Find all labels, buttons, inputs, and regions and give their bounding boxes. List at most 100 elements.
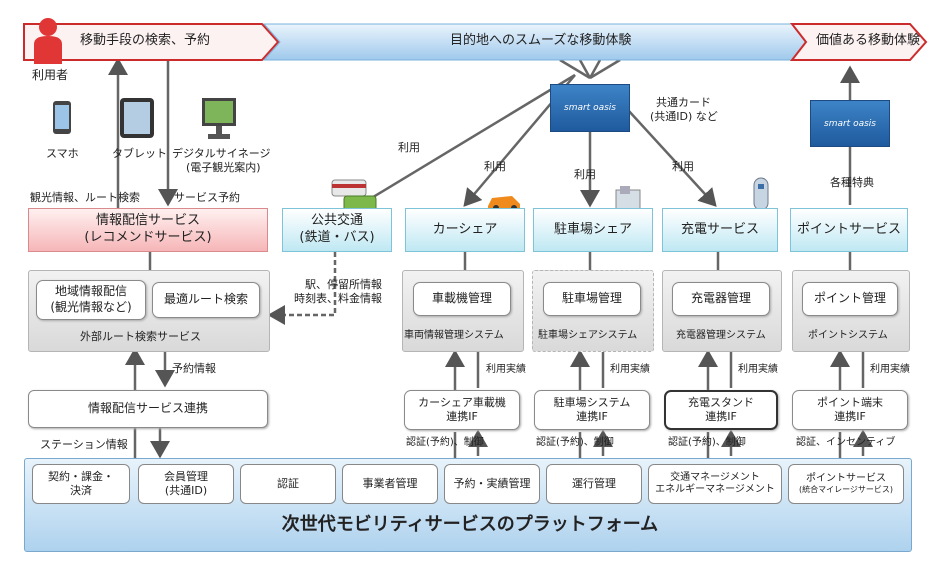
tablet-label: タブレット <box>112 147 167 160</box>
parking-system-caption: 駐車場シェアシステム <box>538 330 638 341</box>
charger-system-caption: 充電器管理システム <box>676 330 766 341</box>
member-mgmt-module: 会員管理 (共通ID) <box>138 464 234 504</box>
common-card-label-2: (共通ID) など <box>650 110 718 123</box>
service-booking-label: サービス予約 <box>174 191 240 204</box>
carshare-label: カーシェア <box>432 221 498 237</box>
points-card-icon: smart oasis <box>810 100 890 147</box>
public-transit-service: 公共交通 (鉄道・バス) <box>282 208 392 252</box>
parking-label: 駐車場シェア <box>553 221 632 237</box>
parking-if: 駐車場システム 連携IF <box>534 390 650 430</box>
point-service: ポイントサービス <box>790 208 908 252</box>
banner-left-label: 移動手段の検索、予約 <box>80 33 211 48</box>
signage-label: デジタルサイネージ <box>172 147 271 160</box>
user-label: 利用者 <box>32 68 69 82</box>
energy-line-2: エネルギーマネージメント <box>655 484 775 495</box>
usage-label-parking: 利用実績 <box>610 364 650 375</box>
operations-mgmt-module: 運行管理 <box>546 464 642 504</box>
usage-label-charging: 利用実績 <box>738 364 778 375</box>
banner-middle-label: 目的地へのスムーズな移動体験 <box>450 33 632 48</box>
card-brand-text: smart oasis <box>564 103 616 113</box>
charger-mgmt-label: 充電器管理 <box>690 291 751 306</box>
parking-share-service: 駐車場シェア <box>533 208 653 252</box>
contract-line-1: 契約・課金・ <box>48 470 114 484</box>
point-mgmt-label: ポイント管理 <box>813 291 886 306</box>
info-service-line-1: 情報配信サービス <box>95 213 200 229</box>
use-label-carshare: 利用 <box>484 160 506 173</box>
info-integration-label: 情報配信サービス連携 <box>87 401 208 416</box>
charging-stand-if: 充電スタンド 連携IF <box>664 390 778 430</box>
use-label-charging: 利用 <box>672 160 694 173</box>
auth-module: 認証 <box>240 464 336 504</box>
regional-line-2: (観光情報など) <box>50 300 132 314</box>
charging-if-line-1: 充電スタンド <box>688 395 754 409</box>
onboard-unit-mgmt: 車載機管理 <box>413 282 511 316</box>
smartphone-label: スマホ <box>46 147 79 160</box>
info-service-line-2: (レコメンドサービス) <box>84 230 212 245</box>
tourist-route-label: 観光情報、ルート検索 <box>30 191 140 204</box>
auth-label-carshare: 認証(予約)、制御 <box>406 437 484 448</box>
transit-line-1: 公共交通 <box>310 213 363 229</box>
external-route-caption: 外部ルート検索サービス <box>80 330 201 343</box>
usage-label-points: 利用実績 <box>870 364 910 375</box>
banner-left-arrow <box>23 23 280 61</box>
user-icon <box>34 18 62 64</box>
smartphone-icon <box>53 101 71 134</box>
common-card-label-1: 共通カード <box>656 96 711 109</box>
benefits-label: 各種特典 <box>830 176 874 189</box>
auth-label-parking: 認証(予約)、制御 <box>536 437 614 448</box>
auth-incentive-label: 認証、インセンティブ <box>796 437 896 448</box>
carshare-if: カーシェア車載機 連携IF <box>404 390 520 430</box>
station-info-label: ステーション情報 <box>40 438 128 451</box>
use-label-transit: 利用 <box>398 141 420 154</box>
parking-if-line-1: 駐車場システム <box>553 395 631 409</box>
contract-billing-module: 契約・課金・ 決済 <box>32 464 130 504</box>
carshare-if-line-2: 連携IF <box>446 410 478 423</box>
auth-module-label: 認証 <box>277 477 299 491</box>
traffic-energy-module: 交通マネージメント エネルギーマネージメント <box>648 464 782 504</box>
point-system-caption: ポイントシステム <box>808 330 888 341</box>
contract-line-2: 決済 <box>70 484 92 497</box>
platform-title: 次世代モビリティサービスのプラットフォーム <box>281 514 659 535</box>
common-card-icon: smart oasis <box>550 84 630 132</box>
points-module-line-2: (統合マイレージサービス) <box>798 485 894 495</box>
tablet-icon <box>120 98 154 138</box>
parking-icon <box>615 186 641 213</box>
member-line-1: 会員管理 <box>164 470 208 484</box>
carshare-if-line-1: カーシェア車載機 <box>418 395 506 409</box>
carshare-service: カーシェア <box>405 208 525 252</box>
point-mgmt: ポイント管理 <box>802 282 898 316</box>
usage-label-carshare: 利用実績 <box>486 364 526 375</box>
energy-line-1: 交通マネージメント <box>670 471 760 483</box>
optimal-route-box: 最適ルート検索 <box>152 282 260 318</box>
transit-line-2: (鉄道・バス) <box>299 230 375 245</box>
onboard-unit-label: 車載機管理 <box>431 291 492 306</box>
points-if-line-1: ポイント端末 <box>817 395 883 409</box>
signage-icon <box>202 98 236 139</box>
station-info-2: 時刻表、料金情報 <box>294 292 382 305</box>
parking-mgmt-label: 駐車場管理 <box>561 291 622 306</box>
ops-module-label: 運行管理 <box>572 477 616 491</box>
operator-module-label: 事業者管理 <box>362 477 418 491</box>
points-card-brand-text: smart oasis <box>824 118 876 129</box>
point-service-module: ポイントサービス (統合マイレージサービス) <box>788 464 904 504</box>
vehicle-system-caption: 車両情報管理システム <box>404 330 504 341</box>
charging-service: 充電サービス <box>662 208 778 252</box>
points-label: ポイントサービス <box>796 221 901 237</box>
parking-if-line-2: 連携IF <box>576 410 608 423</box>
regional-info-box: 地域情報配信 (観光情報など) <box>36 280 146 320</box>
banner-right-arrow <box>790 23 928 61</box>
info-service-integration: 情報配信サービス連携 <box>28 390 268 428</box>
charger-mgmt: 充電器管理 <box>672 282 770 316</box>
points-module-line-1: ポイントサービス <box>806 472 886 484</box>
point-terminal-if: ポイント端末 連携IF <box>792 390 908 430</box>
charging-if-line-2: 連携IF <box>705 410 737 423</box>
banner-right-label: 価値ある移動体験 <box>816 33 921 48</box>
charging-label: 充電サービス <box>680 221 759 237</box>
optimal-route-label: 最適ルート検索 <box>163 292 248 307</box>
reserve-record-module: 予約・実績管理 <box>444 464 540 504</box>
charger-icon <box>753 177 769 211</box>
parking-mgmt: 駐車場管理 <box>543 282 641 316</box>
regional-line-1: 地域情報配信 <box>54 284 127 299</box>
points-if-line-2: 連携IF <box>834 410 866 423</box>
station-info-1: 駅、停留所情報 <box>305 278 382 291</box>
